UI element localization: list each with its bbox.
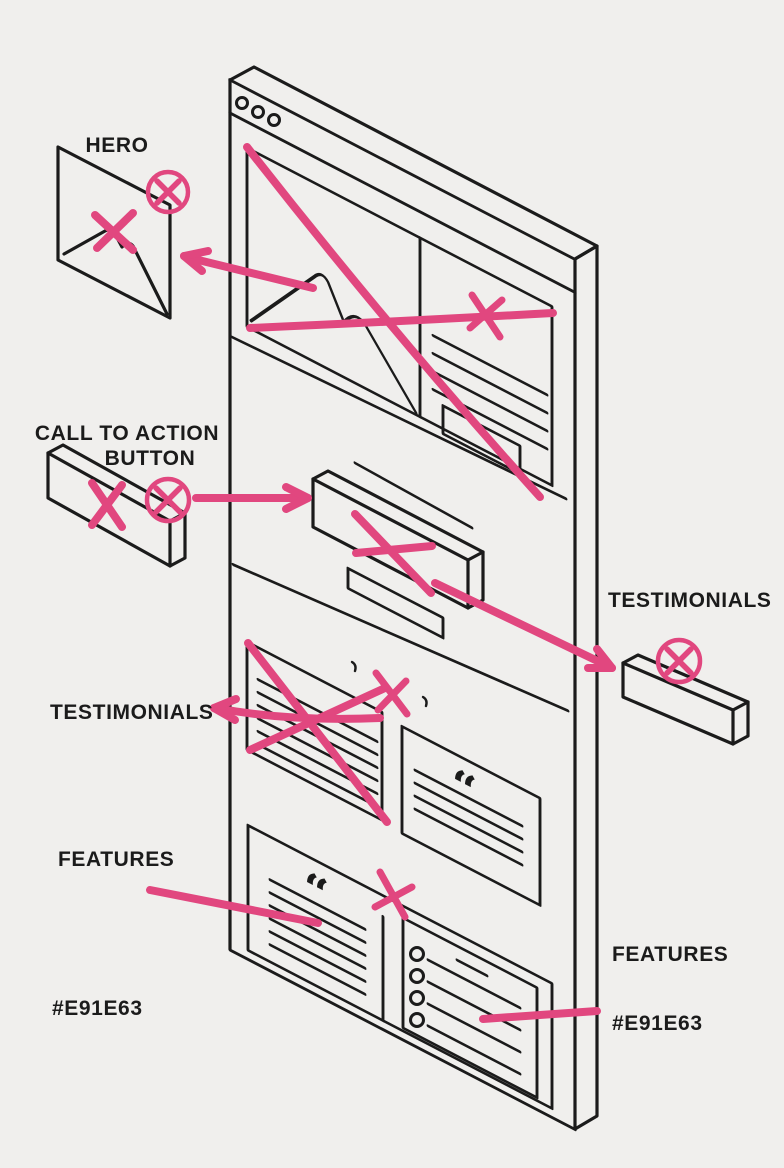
features-card-right: [401, 916, 539, 1100]
window-right-face: [573, 244, 599, 1131]
cta-label-line1: CALL TO ACTION: [35, 422, 219, 445]
hero-image-mountain-icon: [249, 272, 418, 415]
x-mark: [91, 209, 137, 254]
features-left-text-lines: [268, 878, 367, 996]
testimonials-left-label: TESTIMONIALS: [50, 701, 214, 724]
section-divider: [230, 335, 568, 501]
bullet-icon: [409, 1012, 425, 1028]
features-section: “: [246, 823, 554, 1111]
hex-code-right-label: #E91E63: [612, 1012, 703, 1035]
cta-button-3d: [311, 469, 485, 610]
cta-label-line2: BUTTON: [105, 447, 196, 470]
stray-tick: [350, 660, 357, 673]
section-divider: [231, 562, 570, 713]
circled-x-icon: [655, 637, 703, 685]
circled-x-icon: [144, 476, 192, 524]
hero-box: [245, 146, 554, 488]
features-left-pointer-line: [146, 886, 322, 927]
cta-arrow: [192, 483, 312, 513]
cta-heading-line: [353, 461, 474, 530]
hero-arrow: [180, 247, 317, 292]
x-mark: [244, 639, 391, 826]
chrome-dot-icon: [235, 96, 249, 110]
browser-chrome-dots: [235, 96, 281, 127]
strike-stroke: [246, 309, 557, 332]
cta-secondary-button: [346, 566, 445, 640]
chrome-dot-icon: [251, 105, 265, 119]
strike-stroke: [243, 143, 544, 501]
chrome-dot-icon: [267, 113, 281, 127]
testimonial-card-right: [400, 724, 542, 907]
hero-text-lines: [431, 333, 549, 451]
testimonials-right-arrow: [431, 579, 616, 672]
testimonial-right-text-lines: [413, 768, 524, 867]
hero-label: HERO: [85, 134, 148, 157]
x-mark: [88, 479, 126, 531]
bullet-icon: [409, 968, 425, 984]
features-bullets: [409, 946, 425, 1028]
browser-chrome-bar: [228, 111, 577, 295]
browser-window: [228, 65, 599, 1132]
window-front-face: [228, 78, 577, 1132]
bullet-icon: [409, 990, 425, 1006]
testimonials-section: “: [245, 640, 542, 907]
bullet-icon: [409, 946, 425, 962]
features-right-label: FEATURES: [612, 943, 728, 966]
features-left-label: FEATURES: [58, 848, 174, 871]
stray-tick: [421, 695, 428, 708]
x-mark: [351, 510, 436, 597]
cta-section: [346, 461, 474, 640]
features-right-pointer-line: [479, 1007, 601, 1023]
quote-mark-icon: “: [452, 757, 477, 822]
testimonials-left-arrow: [210, 695, 384, 724]
x-mark: [466, 291, 506, 341]
x-mark: [371, 868, 416, 921]
quote-mark-icon: “: [304, 860, 329, 925]
circled-x-icon: [145, 169, 191, 215]
features-right-heading-line: [455, 958, 489, 978]
hero-section: [245, 146, 554, 488]
window-top-face: [228, 65, 599, 261]
testimonials-right-label: TESTIMONIALS: [608, 589, 772, 612]
x-mark: [372, 669, 411, 718]
hex-code-left-label: #E91E63: [52, 997, 143, 1020]
annotation-labels: HERO CALL TO ACTION BUTTON TESTIMONIALS …: [35, 134, 772, 1035]
features-bullet-lines: [426, 958, 522, 1076]
